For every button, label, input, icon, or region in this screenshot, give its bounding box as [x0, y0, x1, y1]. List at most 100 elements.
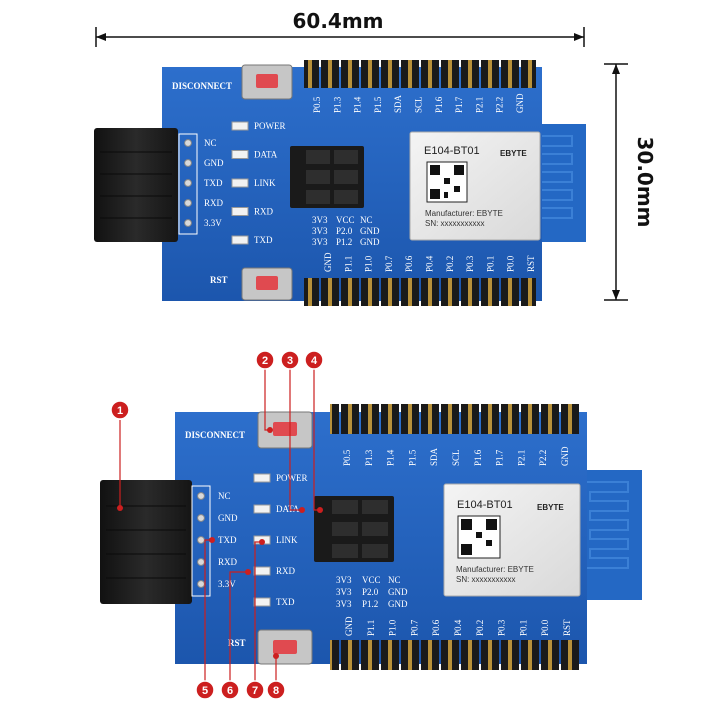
- jumper-label: GND: [360, 237, 380, 247]
- module-manufacturer: Manufacturer: EBYTE: [425, 209, 503, 218]
- pin-hole: [184, 159, 192, 167]
- rst-button[interactable]: [241, 267, 293, 301]
- width-dimension: 60.4mm: [95, 9, 585, 47]
- pin-label-2b: P0.6: [431, 619, 441, 636]
- jumper-label: 3V3: [312, 215, 328, 225]
- jumper-label-2: 3V3: [336, 599, 352, 609]
- pin-label-b: P0.4: [425, 255, 435, 272]
- pin-label-b: P0.2: [445, 256, 455, 272]
- left-pin-label-2: RXD: [218, 557, 238, 567]
- callout-badge: [304, 350, 324, 370]
- pin-label-b: P0.6: [404, 255, 414, 272]
- pin-label-b: RST: [526, 255, 536, 272]
- pin-label-2b: P1.1: [366, 620, 376, 636]
- callout-number: 7: [252, 685, 258, 697]
- callout-badge: [280, 350, 300, 370]
- pin-label-b: P1.0: [364, 255, 374, 272]
- pin-hole-2: [197, 580, 205, 588]
- callout-number: 1: [117, 405, 123, 417]
- jumper-label-2: GND: [388, 599, 408, 609]
- disconnect-button-2[interactable]: [257, 411, 313, 449]
- module-sn: SN: xxxxxxxxxxx: [425, 219, 485, 228]
- jumper-label: P2.0: [336, 226, 353, 236]
- rst-label-2: RST: [228, 638, 246, 648]
- left-pin-label-2: NC: [218, 491, 231, 501]
- module-brand-2: EBYTE: [537, 503, 564, 512]
- callout-badge: [266, 680, 286, 700]
- callout-badge: [195, 680, 215, 700]
- jumper-label: GND: [360, 226, 380, 236]
- pin-hole: [184, 139, 192, 147]
- led-label: RXD: [254, 207, 274, 217]
- pin-label-b: P0.3: [465, 255, 475, 272]
- left-connector: [94, 128, 178, 242]
- callout-number: 3: [287, 355, 293, 367]
- pin-hole: [184, 219, 192, 227]
- pin-hole-2: [197, 514, 205, 522]
- callout-badge: [245, 680, 265, 700]
- pin-label-2b: P0.0: [540, 619, 550, 636]
- led-icon: [231, 235, 249, 245]
- pin-label: GND: [515, 93, 525, 113]
- jumper-label-2: VCC: [362, 575, 381, 585]
- rst-button-2[interactable]: [257, 629, 313, 665]
- led-label-2: DATA: [276, 504, 300, 514]
- callout-number: 8: [273, 685, 279, 697]
- pin-label-b: GND: [323, 252, 333, 272]
- pin-label-2: P1.5: [407, 449, 417, 466]
- pin-label-b: P0.1: [485, 256, 495, 272]
- pin-label-2b: P0.2: [475, 620, 485, 636]
- callout-badge: [110, 400, 130, 420]
- pin-label: P1.3: [332, 96, 342, 113]
- top-pin-header-2: [330, 404, 580, 434]
- module-model-2: E104-BT01: [457, 499, 513, 511]
- led-icon: [231, 150, 249, 159]
- callout-number: 5: [202, 685, 208, 697]
- led-label-2: TXD: [276, 597, 295, 607]
- callout-number: 6: [227, 685, 233, 697]
- module-model: E104-BT01: [424, 145, 480, 157]
- pin-label-2: SCL: [451, 449, 461, 466]
- jumper-label-2: 3V3: [336, 575, 352, 585]
- pin-hole: [184, 179, 192, 187]
- left-pin-label-2: TXD: [218, 535, 237, 545]
- led-icon: [253, 566, 271, 576]
- left-pin-label-2: 3.3V: [218, 579, 236, 589]
- led-icon: [253, 504, 271, 514]
- pin-label-2: P2.2: [538, 450, 548, 466]
- jumper-label: NC: [360, 215, 373, 225]
- left-pin-label: TXD: [204, 178, 223, 188]
- pin-label-2b: P0.7: [409, 619, 419, 636]
- pin-label-2b: RST: [562, 619, 572, 636]
- led-label-2: POWER: [276, 473, 308, 483]
- led-label: TXD: [254, 235, 273, 245]
- height-dimension: 30.0mm: [604, 63, 657, 301]
- pin-label-2: GND: [560, 446, 570, 466]
- left-pin-label: 3.3V: [204, 218, 222, 228]
- pin-label-2: P1.4: [386, 449, 396, 466]
- height-label: 30.0mm: [633, 136, 657, 227]
- led-icon: [253, 597, 271, 607]
- jumper-label-2: NC: [388, 575, 401, 585]
- pin-label: P2.2: [495, 97, 505, 113]
- pin-label-2b: P0.1: [518, 620, 528, 636]
- bottom-pin-header: [304, 278, 536, 306]
- left-pin-label: RXD: [204, 198, 224, 208]
- pin-label-b: P0.0: [506, 255, 516, 272]
- disconnect-button[interactable]: [241, 64, 293, 100]
- pin-label: SDA: [393, 94, 403, 113]
- led-icon: [231, 207, 249, 216]
- jumper-block-2: [314, 496, 394, 562]
- top-pin-header: [304, 60, 536, 88]
- bottom-pin-header-2: [330, 640, 580, 670]
- pin-label: P1.7: [454, 96, 464, 113]
- left-connector-2: [100, 480, 192, 604]
